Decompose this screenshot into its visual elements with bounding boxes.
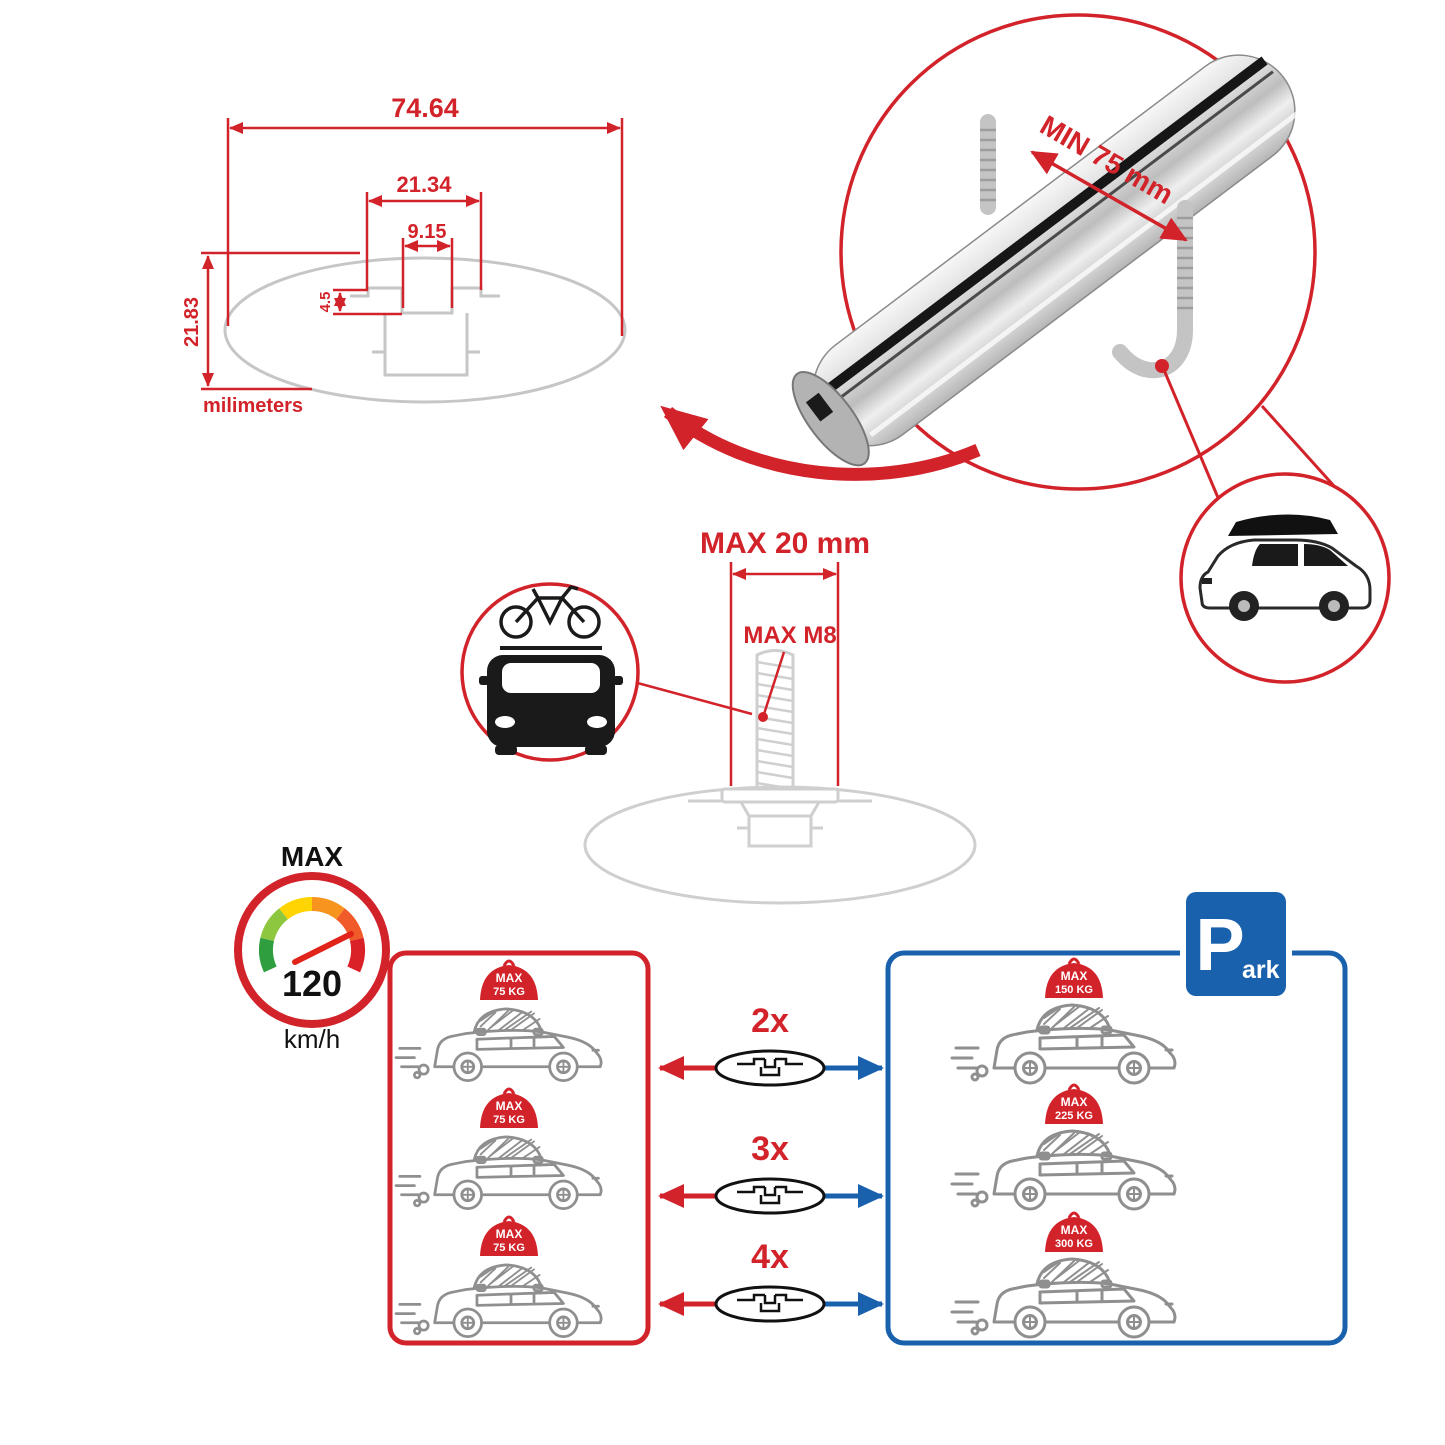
badge-max-label: MAX: [496, 971, 523, 985]
parking-cars: MAX 150 KG MAX 225 KG MAX 300 KG: [950, 957, 1177, 1339]
weight-badge: MAX 225 KG: [1043, 1083, 1105, 1126]
weight-badge: MAX 300 KG: [1043, 1211, 1105, 1254]
multiplier-label: 2x: [751, 1002, 789, 1040]
car-illustration: [394, 1007, 603, 1082]
badge-weight: 150 KG: [1055, 984, 1093, 996]
weight-badge: MAX 150 KG: [1043, 957, 1105, 1000]
bolt-profile-gray: [583, 649, 977, 905]
badge-max-label: MAX: [1061, 1095, 1088, 1109]
driving-panel: [387, 950, 651, 1346]
weight-badge: MAX 75 KG: [478, 1215, 540, 1258]
dim-total-width-label: 74.64: [391, 93, 459, 123]
bolt-diagram: MAX 20 mm MAX M8: [583, 527, 977, 905]
bike-icon: [499, 585, 601, 639]
parking-sign: P ark: [1180, 886, 1292, 1002]
bar-end-cap: [791, 371, 870, 467]
dim-step-depth-label: 4.5: [317, 292, 334, 313]
crossbar-magnifier: MIN 75 mm: [660, 13, 1354, 508]
badge-weight: 75 KG: [493, 986, 525, 998]
car-illustration: [950, 1003, 1177, 1085]
zoom-arrow: [660, 405, 981, 481]
badge-weight: 75 KG: [493, 1114, 525, 1126]
dim-height-label: 21.83: [181, 297, 203, 347]
parking-rest: ark: [1242, 956, 1280, 984]
driving-cars: MAX 75 KG MAX 75 KG MAX 75 KG: [394, 959, 603, 1338]
dim-mid-width-label: 21.34: [396, 172, 452, 197]
multiplier-label: 3x: [751, 1130, 789, 1168]
car-front-icon: [479, 655, 623, 755]
bolt-dimension-lines: [633, 562, 840, 786]
weight-badge: MAX 75 KG: [478, 959, 540, 1002]
badge-max-label: MAX: [1061, 969, 1088, 983]
car-illustration: [394, 1135, 603, 1210]
car-illustration: [394, 1263, 603, 1338]
multiplier-rows: 2x 3x 4x: [658, 1002, 884, 1323]
roofbox-car-circle: [1179, 472, 1391, 684]
bolt-max-thread-label: MAX M8: [743, 622, 836, 649]
dim-slot-width-label: 9.15: [408, 221, 447, 243]
badge-max-label: MAX: [1061, 1223, 1088, 1237]
weight-badge: MAX 75 KG: [478, 1087, 540, 1130]
bike-car-circle: [460, 582, 640, 762]
car-illustration: [950, 1257, 1177, 1339]
speed-limit-gauge: MAX 120 km/h: [234, 841, 390, 1054]
badge-weight: 300 KG: [1055, 1238, 1093, 1250]
profile-dimension-diagram: 74.64 21.34 9.15 4.5 21.83 milimeters: [181, 93, 627, 417]
min-spread-arrow: [1030, 150, 1188, 242]
parking-panel: [885, 950, 1348, 1346]
hook-rod-upper: [980, 114, 996, 215]
badge-max-label: MAX: [496, 1227, 523, 1241]
bolt-max-length-label: MAX 20 mm: [700, 527, 870, 560]
gauge-needle: [292, 931, 354, 965]
speed-max-label: MAX: [281, 841, 344, 872]
car-illustration: [950, 1129, 1177, 1211]
badge-max-label: MAX: [496, 1099, 523, 1113]
multiplier-label: 4x: [751, 1238, 789, 1276]
dimension-lines: [201, 118, 624, 391]
badge-weight: 75 KG: [493, 1242, 525, 1254]
profile-outline: [223, 256, 627, 404]
callout-dot: [1155, 359, 1169, 373]
dim-units-label: milimeters: [203, 395, 303, 417]
speed-units: km/h: [284, 1024, 340, 1054]
parking-letter: P: [1195, 903, 1244, 986]
badge-weight: 225 KG: [1055, 1110, 1093, 1122]
roof-box-icon: [1228, 514, 1338, 536]
gauge-arc: [258, 897, 366, 973]
speed-value: 120: [282, 963, 342, 1004]
